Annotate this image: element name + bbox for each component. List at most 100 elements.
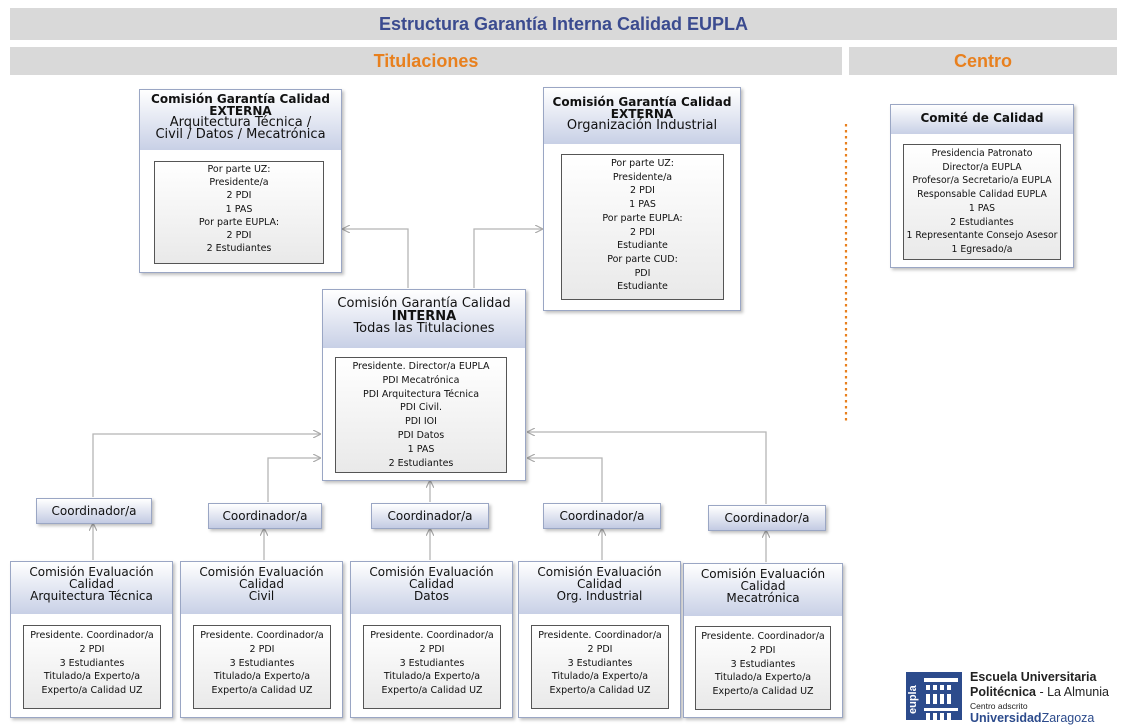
member: 2 PDI xyxy=(750,644,776,656)
eval-quality: Calidad xyxy=(409,577,454,591)
member: 2 PDI xyxy=(226,230,252,242)
member: 1 PAS xyxy=(225,203,253,215)
coordinator-box-mecatronica: Coordinador/a xyxy=(708,505,826,531)
quality-committee: Comité de Calidad Presidencia Patronato … xyxy=(890,104,1074,268)
member: Presidente. Coordinador/a xyxy=(30,630,154,641)
member: Presidente. Director/a EUPLA xyxy=(352,361,490,372)
member: Titulado/a Experto/a xyxy=(43,671,141,683)
eval-members: Presidente. Coordinador/a 2 PDI 3 Estudi… xyxy=(695,626,831,710)
member: Presidente. Coordinador/a xyxy=(200,630,324,641)
eval-quality: Calidad xyxy=(740,579,786,593)
member: Titulado/a Experto/a xyxy=(383,671,481,683)
member: 3 Estudiantes xyxy=(229,657,295,669)
coordinator-box-datos: Coordinador/a xyxy=(371,503,489,529)
member: 3 Estudiantes xyxy=(730,658,796,670)
member: Por parte EUPLA: xyxy=(602,212,683,224)
member: 2 Estudiantes xyxy=(206,243,272,255)
eval-quality: Calidad xyxy=(239,577,284,591)
section-centro: Centro xyxy=(849,47,1117,75)
member: 1 PAS xyxy=(407,443,435,455)
ext1-type: EXTERNA xyxy=(209,104,272,118)
connector-coord-2 xyxy=(267,458,320,502)
interna-type: INTERNA xyxy=(391,308,457,324)
member: 2 PDI xyxy=(249,643,275,655)
member: Titulado/a Experto/a xyxy=(551,671,649,683)
eval-quality: Calidad xyxy=(69,577,114,591)
member: 2 PDI xyxy=(587,643,613,655)
external-commission-org-industrial: Comisión Garantía Calidad EXTERNA Organi… xyxy=(543,87,741,311)
external-commission-arq-civil-datos-meca: Comisión Garantía Calidad EXTERNA Arquit… xyxy=(139,89,342,273)
member: 2 Estudiantes xyxy=(950,216,1014,228)
ext1-title: Comisión Garantía Calidad xyxy=(151,92,330,106)
member: Presidente. Coordinador/a xyxy=(701,631,825,642)
member: Titulado/a Experto/a xyxy=(213,671,311,683)
member: Por parte UZ: xyxy=(207,164,271,175)
connector-interna-ext2 xyxy=(473,229,542,288)
member: Presidente. Coordinador/a xyxy=(370,630,494,641)
evaluation-commission-datos: Comisión Evaluación Calidad Datos Presid… xyxy=(350,561,513,718)
coordinator-box-civil: Coordinador/a xyxy=(208,503,322,529)
eval-degree: Civil xyxy=(248,589,275,603)
member: 2 PDI xyxy=(630,185,655,197)
eval-members: Presidente. Coordinador/a 2 PDI 3 Estudi… xyxy=(193,625,331,709)
logo-line-3: Centro adscrito xyxy=(970,701,1028,711)
ext1-sub1: Arquitectura Técnica / xyxy=(169,115,312,130)
coordinator-box-arquitectura: Coordinador/a xyxy=(36,498,152,524)
eval-title: Comisión Evaluación xyxy=(700,567,826,581)
interna-sub1: Todas las Titulaciones xyxy=(353,321,495,336)
member: Experto/a Calidad UZ xyxy=(211,685,313,697)
member: PDI Arquitectura Técnica xyxy=(362,388,480,400)
member: PDI Datos xyxy=(397,429,445,441)
member: Titulado/a Experto/a xyxy=(714,672,812,684)
member: Experto/a Calidad UZ xyxy=(712,686,814,698)
member: Por parte EUPLA: xyxy=(198,216,280,228)
member: Responsable Calidad EUPLA xyxy=(917,189,1047,201)
section-titulaciones: Titulaciones xyxy=(10,47,842,75)
evaluation-commission-org-industrial: Comisión Evaluación Calidad Org. Industr… xyxy=(518,561,681,718)
eval-degree: Org. Industrial xyxy=(556,589,643,603)
member: Presidente/a xyxy=(209,177,269,189)
logo-line-4-rest: Zaragoza xyxy=(1041,711,1095,725)
member: 1 Representante Consejo Asesor xyxy=(906,230,1058,242)
coordinator-box-org-industrial: Coordinador/a xyxy=(543,503,661,529)
member: 1 PAS xyxy=(968,202,996,214)
evaluation-commission-civil: Comisión Evaluación Calidad Civil Presid… xyxy=(180,561,343,718)
connector-interna-ext1 xyxy=(343,229,409,288)
connector-coord-5 xyxy=(528,432,767,504)
member: PDI IOI xyxy=(405,416,437,428)
member: PDI xyxy=(634,267,651,279)
eval-degree: Datos xyxy=(414,589,449,603)
member: Experto/a Calidad UZ xyxy=(41,685,143,697)
member: Experto/a Calidad UZ xyxy=(381,685,483,697)
member: Estudiante xyxy=(617,240,668,252)
eupla-logo-mark: eupla xyxy=(906,672,962,720)
member: 2 PDI xyxy=(630,226,655,238)
comite-members: Presidencia Patronato Director/a EUPLA P… xyxy=(903,144,1061,260)
member: 2 Estudiantes xyxy=(388,457,454,469)
eval-title: Comisión Evaluación xyxy=(29,565,154,579)
ext2-type: EXTERNA xyxy=(610,107,674,121)
internal-commission: Comisión Garantía Calidad INTERNA Todas … xyxy=(322,289,526,481)
member: Director/a EUPLA xyxy=(942,161,1022,173)
member: Presidencia Patronato xyxy=(931,148,1033,159)
member: 3 Estudiantes xyxy=(567,657,633,669)
comite-title: Comité de Calidad xyxy=(920,111,1044,125)
member: Por parte CUD: xyxy=(607,253,678,265)
connector-coord-1 xyxy=(92,434,320,497)
page-title: Estructura Garantía Interna Calidad EUPL… xyxy=(10,8,1117,40)
ext1-sub2: Civil / Datos / Mecatrónica xyxy=(155,127,326,142)
member: PDI Mecatrónica xyxy=(382,374,460,386)
eval-quality: Calidad xyxy=(577,577,622,591)
eval-degree: Arquitectura Técnica xyxy=(30,589,153,603)
logo-line-4-bold: Universidad xyxy=(970,711,1042,725)
connector-coord-4 xyxy=(528,458,603,502)
ext2-title: Comisión Garantía Calidad xyxy=(552,95,732,109)
eval-title: Comisión Evaluación xyxy=(369,565,494,579)
member: Profesor/a Secretario/a EUPLA xyxy=(912,175,1052,187)
evaluation-commission-arquitectura: Comisión Evaluación Calidad Arquitectura… xyxy=(10,561,173,718)
logo-line-2: Politécnica - La Almunia xyxy=(970,685,1109,699)
ext2-members: Por parte UZ: Presidente/a 2 PDI 1 PAS P… xyxy=(561,154,724,300)
member: PDI Civil. xyxy=(399,402,443,414)
member: Experto/a Calidad UZ xyxy=(549,685,651,697)
